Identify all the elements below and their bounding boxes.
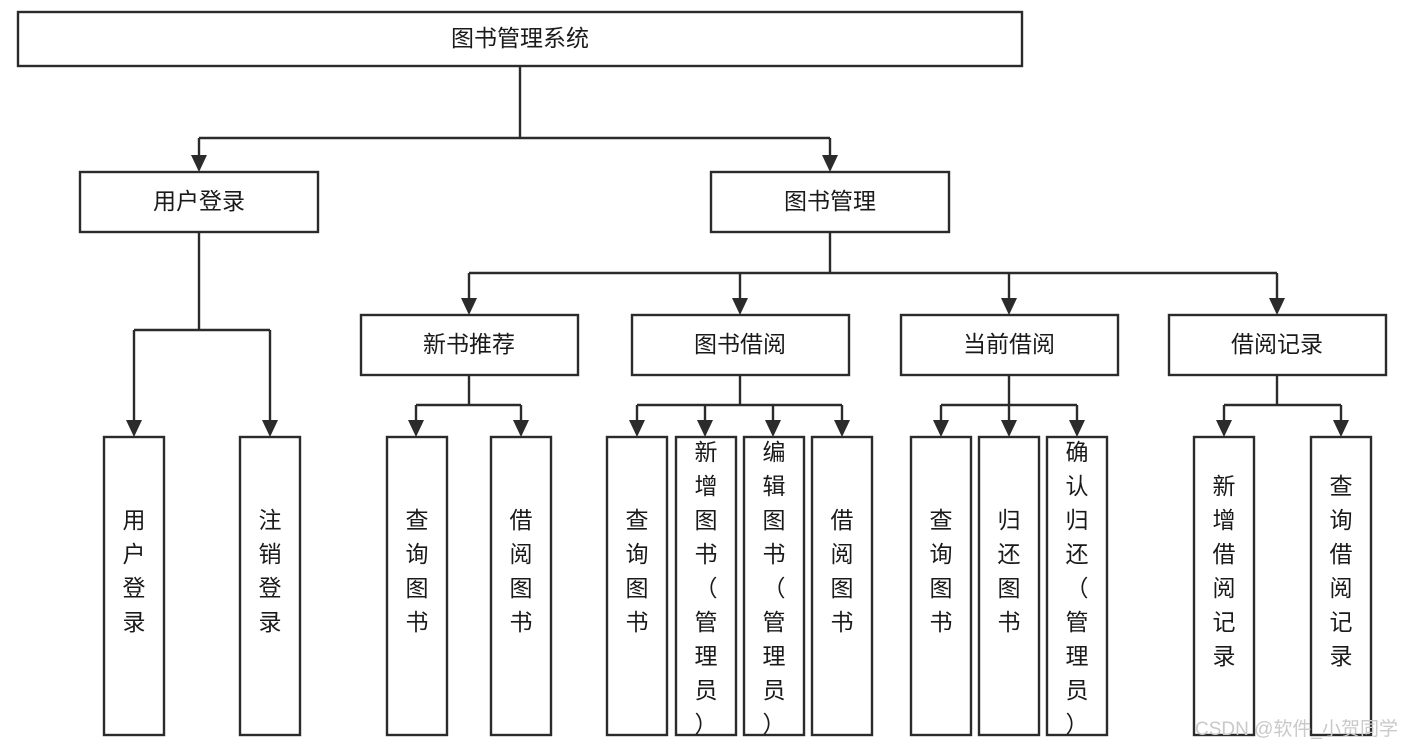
arrow-head-new-book (461, 298, 477, 315)
leaf-edit-book-label: 编辑图书（管理员） (763, 439, 786, 737)
leaf-node-add-book[interactable]: 新增图书（管理员） (674, 435, 738, 737)
node-book-borrow-box[interactable] (630, 313, 851, 377)
node-current-borrow-box[interactable] (899, 313, 1120, 377)
arrow-head-current-borrow (1001, 298, 1017, 315)
leaf-add-book-label: 新增图书（管理员） (695, 439, 718, 737)
node-user-login-box[interactable] (78, 170, 320, 234)
node-borrow-record-box[interactable] (1167, 313, 1388, 377)
leaf-node-confirm-return[interactable]: 确认归还（管理员） (1045, 435, 1109, 737)
arrow-head-br-leaf-2 (1333, 420, 1349, 437)
leaf-user-login-box[interactable] (102, 435, 166, 737)
arrow-head-nb-leaf-1 (408, 420, 424, 437)
leaf-node-user-login[interactable]: 用户登录 (102, 435, 166, 737)
leaf-return-book-box[interactable] (977, 435, 1041, 737)
connector-layer (126, 66, 1349, 437)
arrow-head-bb-leaf-2 (697, 420, 713, 437)
leaf-query-book-nb-label: 查询图书 (406, 507, 429, 635)
leaf-node-query-borrow-record[interactable]: 查询借阅记录 (1309, 435, 1373, 737)
leaf-edit-book-box[interactable] (742, 435, 806, 737)
leaf-node-logout[interactable]: 注销登录 (238, 435, 302, 737)
node-root-book-management-system[interactable]: 图书管理系统 (16, 10, 1024, 68)
arrow-head-bb-leaf-3 (765, 420, 781, 437)
node-root-label: 图书管理系统 (451, 25, 589, 51)
leaf-node-query-book-bb[interactable]: 查询图书 (605, 435, 669, 737)
leaf-query-borrow-record-label: 查询借阅记录 (1330, 473, 1353, 669)
leaf-add-borrow-record-box[interactable] (1192, 435, 1256, 737)
arrow-head-cb-leaf-3 (1069, 420, 1085, 437)
leaf-borrow-book-nb-label: 借阅图书 (510, 507, 533, 635)
arrow-head-bb-leaf-4 (834, 420, 850, 437)
arrow-head-br-leaf-1 (1216, 420, 1232, 437)
leaf-confirm-return-box[interactable] (1045, 435, 1109, 737)
leaf-add-borrow-record-label: 新增借阅记录 (1213, 473, 1236, 669)
leaf-query-book-bb-label: 查询图书 (626, 507, 649, 635)
leaf-node-query-book-cb[interactable]: 查询图书 (909, 435, 973, 737)
leaf-user-login-label: 用户登录 (123, 507, 146, 635)
leaf-node-add-borrow-record[interactable]: 新增借阅记录 (1192, 435, 1256, 737)
node-current-borrow[interactable]: 当前借阅 (899, 313, 1120, 377)
leaf-node-borrow-book-nb[interactable]: 借阅图书 (489, 435, 553, 737)
leaf-logout-box[interactable] (238, 435, 302, 737)
arrow-head-book-manage (822, 155, 838, 172)
arrow-head-bb-leaf-1 (629, 420, 645, 437)
arrow-head-nb-leaf-2 (513, 420, 529, 437)
arrow-head-user-login (191, 155, 207, 172)
leaf-node-query-book-nb[interactable]: 查询图书 (385, 435, 449, 737)
arrow-head-cb-leaf-2 (1001, 420, 1017, 437)
leaf-borrow-book-bb-label: 借阅图书 (831, 507, 854, 635)
node-user-login[interactable]: 用户登录 (78, 170, 320, 234)
leaf-query-book-nb-box[interactable] (385, 435, 449, 737)
node-new-book-recommend-label: 新书推荐 (423, 331, 515, 357)
leaf-confirm-return-label: 确认归还（管理员） (1066, 439, 1089, 737)
leaf-node-edit-book[interactable]: 编辑图书（管理员） (742, 435, 806, 737)
node-book-borrow[interactable]: 图书借阅 (630, 313, 851, 377)
node-new-book-recommend[interactable]: 新书推荐 (359, 313, 580, 377)
leaf-query-book-bb-box[interactable] (605, 435, 669, 737)
leaf-return-book-label: 归还图书 (998, 507, 1021, 635)
node-book-management-label: 图书管理 (784, 188, 876, 214)
leaf-query-borrow-record-box[interactable] (1309, 435, 1373, 737)
node-current-borrow-label: 当前借阅 (963, 331, 1055, 357)
arrow-head-cb-leaf-1 (933, 420, 949, 437)
arrow-head-leaf-user-login (126, 420, 142, 437)
node-root-box[interactable] (16, 10, 1024, 68)
leaf-node-borrow-book-bb[interactable]: 借阅图书 (810, 435, 874, 737)
node-borrow-record-label: 借阅记录 (1231, 331, 1323, 357)
arrow-head-leaf-logout (262, 420, 278, 437)
node-book-borrow-label: 图书借阅 (694, 331, 786, 357)
leaf-query-book-cb-label: 查询图书 (930, 507, 953, 635)
leaf-node-return-book[interactable]: 归还图书 (977, 435, 1041, 737)
node-book-management[interactable]: 图书管理 (709, 170, 951, 234)
node-borrow-record[interactable]: 借阅记录 (1167, 313, 1388, 377)
leaf-query-book-cb-box[interactable] (909, 435, 973, 737)
leaf-borrow-book-nb-box[interactable] (489, 435, 553, 737)
csdn-watermark: CSDN @软件_小贺同学 (1195, 718, 1398, 740)
arrow-head-borrow-record (1269, 298, 1285, 315)
node-book-management-box[interactable] (709, 170, 951, 234)
node-user-login-label: 用户登录 (153, 188, 245, 214)
leaf-borrow-book-bb-box[interactable] (810, 435, 874, 737)
node-new-book-recommend-box[interactable] (359, 313, 580, 377)
leaf-add-book-box[interactable] (674, 435, 738, 737)
leaf-logout-label: 注销登录 (259, 507, 282, 635)
arrow-head-book-borrow (732, 298, 748, 315)
